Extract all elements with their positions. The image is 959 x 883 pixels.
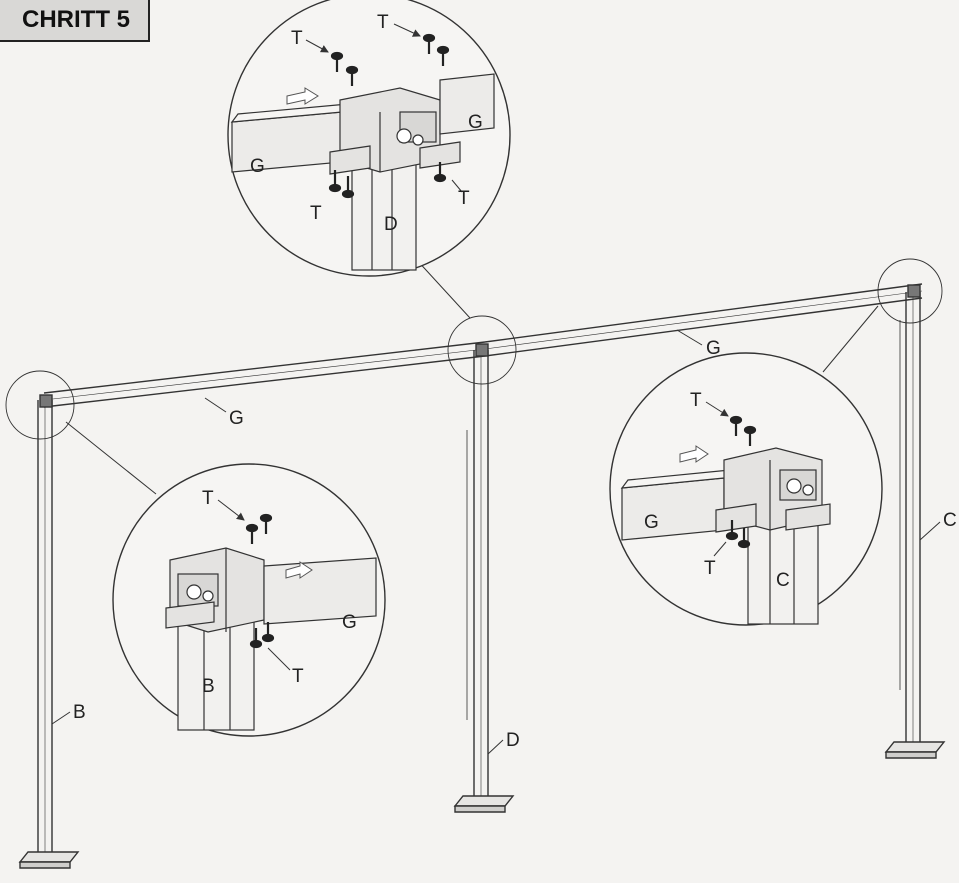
detail-left-screw-label-2: T bbox=[292, 666, 304, 687]
detail-left bbox=[112, 463, 386, 737]
label-beam-right: G bbox=[706, 338, 721, 359]
detail-top-screw-label-4: T bbox=[458, 188, 470, 209]
detail-left-beam-label: G bbox=[342, 612, 357, 633]
step-heading: CHRITT 5 bbox=[0, 0, 150, 42]
label-post-c: C bbox=[943, 510, 957, 531]
post-d bbox=[453, 350, 515, 813]
beam-right bbox=[484, 283, 923, 357]
detail-right-beam-label: G bbox=[644, 512, 659, 533]
joint-circle-middle bbox=[447, 315, 517, 385]
label-post-b: B bbox=[73, 702, 86, 723]
label-beam-left: G bbox=[229, 408, 244, 429]
post-b bbox=[18, 400, 80, 869]
main-frame bbox=[5, 257, 946, 869]
detail-top-screw-label-1: T bbox=[291, 28, 303, 49]
beam-left bbox=[43, 341, 486, 408]
detail-left-screw-label-1: T bbox=[202, 488, 214, 509]
detail-top-beam-label-1: G bbox=[250, 156, 265, 177]
detail-top-beam-label-2: G bbox=[468, 112, 483, 133]
detail-right-post-label: C bbox=[776, 570, 790, 591]
joint-circle-right bbox=[877, 258, 943, 324]
detail-right-screw-label-1: T bbox=[690, 390, 702, 411]
detail-top-screw-label-2: T bbox=[377, 12, 389, 33]
detail-right bbox=[609, 352, 883, 626]
post-c bbox=[884, 292, 946, 759]
detail-right-screw-label-2: T bbox=[704, 558, 716, 579]
detail-left-post-label: B bbox=[202, 676, 215, 697]
joint-circle-left bbox=[5, 370, 75, 440]
detail-top-screw-label-3: T bbox=[310, 203, 322, 224]
label-post-d: D bbox=[506, 730, 520, 751]
detail-top-post-label: D bbox=[384, 214, 398, 235]
step-title: CHRITT 5 bbox=[22, 6, 130, 33]
detail-top bbox=[227, 0, 511, 277]
main-labels bbox=[51, 329, 941, 755]
